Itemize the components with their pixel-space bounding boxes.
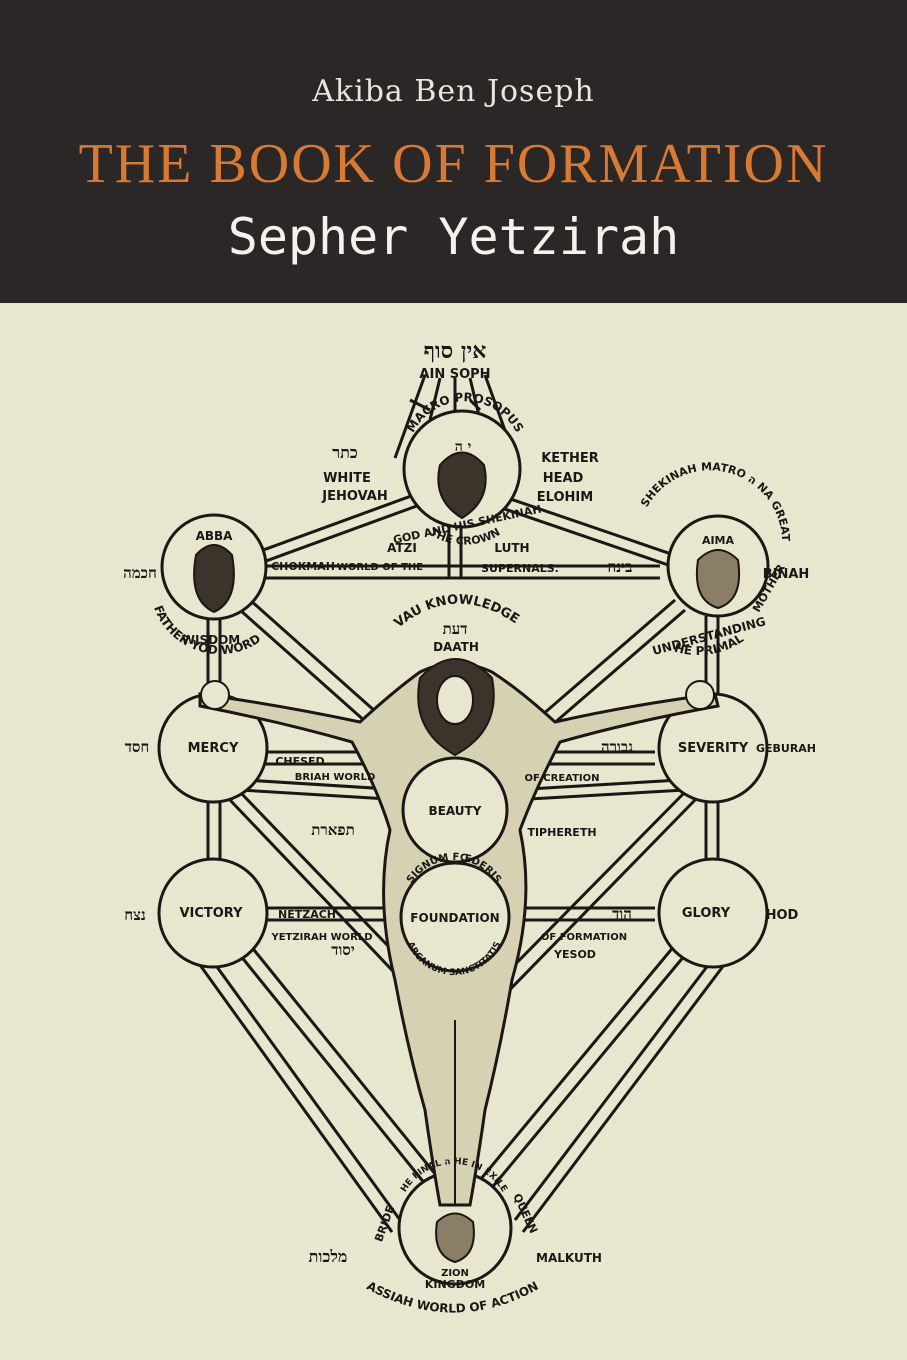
malkuth-hebrew: מלכות — [309, 1247, 348, 1266]
binah-hebrew: בינה — [608, 558, 633, 576]
chokmah-label: CHOKMAH — [271, 560, 335, 573]
crown-yod-hebrew: י ה — [455, 439, 472, 455]
geburah-label: GEBURAH — [756, 742, 816, 755]
netzach-circle — [157, 857, 269, 969]
geburah-hebrew: גבורה — [601, 738, 633, 756]
of-formation-label: OF FORMATION — [541, 932, 627, 943]
luth-label: LUTH — [494, 541, 529, 555]
supernals-label: SUPERNALS. — [481, 562, 559, 575]
aima-label: AIMA — [702, 534, 735, 547]
sephirot-diagram: אין סוף AIN SOPH MACRO PROSOPUS י ה THE … — [123, 338, 816, 1316]
daath-label: DAATH — [433, 640, 479, 654]
aima-face — [696, 549, 740, 610]
yesod-circle — [399, 861, 511, 973]
abba-label: ABBA — [196, 529, 234, 543]
wisdom-label: WISDOM — [182, 633, 240, 647]
zion-label: ZION — [441, 1268, 469, 1279]
yesod-hebrew: יסוד — [331, 941, 355, 959]
body-sephirot — [399, 756, 511, 973]
ain-soph-hebrew: אין סוף — [424, 338, 487, 364]
mercy-label: MERCY — [188, 741, 239, 756]
netzach-hebrew: נצח — [124, 906, 146, 924]
chesed-hebrew: חסד — [125, 738, 150, 756]
kether-hebrew: כתר — [332, 443, 357, 462]
head-label: HEAD — [543, 471, 584, 486]
cover-header: Akiba Ben Joseph THE BOOK OF FORMATION S… — [0, 0, 907, 303]
foundation-label: FOUNDATION — [410, 911, 499, 925]
book-subtitle: Sepher Yetzirah — [227, 208, 680, 266]
face-portraits — [193, 451, 740, 1264]
daath-hebrew: דעת — [443, 620, 468, 638]
ain-soph-label: AIN SOPH — [419, 367, 490, 382]
macroprosopus-face — [437, 451, 487, 520]
yetzirah-world-label: YETZIRAH WORLD — [270, 932, 372, 943]
severity-label: SEVERITY — [678, 741, 749, 756]
tree-of-life-illustration: אין סוף AIN SOPH MACRO PROSOPUS י ה THE … — [0, 303, 907, 1360]
malkuth-label: MALKUTH — [536, 1251, 602, 1265]
chokmah-hebrew: חכמה — [123, 564, 157, 582]
beauty-label: BEAUTY — [429, 804, 482, 818]
glory-label: GLORY — [682, 906, 731, 921]
atzi-label: ATZI — [387, 541, 417, 555]
victory-label: VICTORY — [179, 906, 243, 921]
elohim-label: ELOHIM — [537, 490, 593, 505]
abba-face — [193, 544, 235, 614]
hod-label: HOD — [766, 908, 799, 923]
tiphereth-label: TIPHERETH — [527, 826, 596, 839]
hod-hebrew: הוד — [612, 905, 632, 923]
author-name: Akiba Ben Joseph — [312, 74, 595, 109]
kingdom-label: KINGDOM — [425, 1278, 485, 1291]
jehovah-label: JEHOVAH — [321, 489, 387, 504]
binah-label: BINAH — [763, 567, 810, 582]
kether-label: KETHER — [541, 451, 599, 466]
chesed-label: CHESED — [275, 755, 324, 768]
hod-circle — [657, 857, 769, 969]
tiphereth-hebrew: תפארת — [311, 821, 354, 839]
netzach-label: NETZACH — [278, 908, 336, 921]
book-title: THE BOOK OF FORMATION — [78, 133, 829, 195]
malkuth-face — [435, 1212, 475, 1264]
of-creation-label: OF CREATION — [524, 773, 599, 784]
briah-world-label: BRIAH WORLD — [295, 772, 376, 783]
yesod-label: YESOD — [553, 948, 596, 961]
white-label: WHITE — [323, 471, 371, 486]
world-of-the-label: WORLD OF THE — [337, 562, 423, 573]
